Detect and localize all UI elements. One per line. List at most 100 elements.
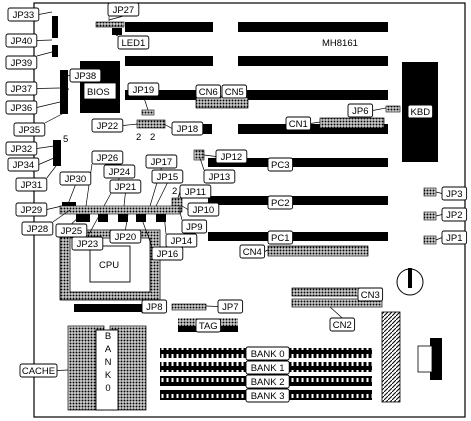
label-text-jp17: JP17 (151, 157, 173, 168)
cpu-jumper-row (59, 205, 181, 215)
label-jp32: JP32 (5, 141, 38, 156)
label-text-bank2: BANK 2 (251, 377, 285, 388)
leader-jp35 (44, 113, 63, 124)
label-jp26: JP26 (91, 150, 124, 165)
label-jp35: JP35 (13, 122, 46, 137)
label-text-jp23: JP23 (77, 239, 99, 250)
label-text-jp9: JP9 (186, 222, 202, 233)
label-bank3: BANK 3 (245, 388, 290, 403)
label-text-cn4: CN4 (243, 247, 262, 258)
label-bank1: BANK 1 (245, 360, 290, 375)
label-jp9: JP9 (181, 219, 208, 234)
label-text-jp7: JP7 (222, 302, 238, 313)
label-pc1: PC1 (267, 230, 294, 245)
label-jp3: JP3 (441, 186, 468, 201)
label-text-kbd: KBD (411, 107, 431, 118)
label-text-jp37: JP37 (11, 84, 33, 95)
leader-jp39 (36, 51, 53, 57)
label-text-cache: CACHE (22, 366, 55, 377)
label-jp39: JP39 (5, 55, 38, 70)
label-jp2: JP2 (441, 207, 468, 222)
leader-jp37 (36, 87, 61, 89)
label-text-jp3: JP3 (446, 189, 462, 200)
leader-jp25 (71, 213, 83, 225)
label-jp25: JP25 (55, 223, 88, 238)
label-text-cn3: CN3 (361, 290, 380, 301)
leader-jp3 (435, 191, 443, 194)
label-kbd: KBD (407, 104, 434, 119)
label-text-jp30: JP30 (65, 174, 87, 185)
left-headers (52, 16, 76, 206)
label-text-jp34: JP34 (13, 160, 35, 171)
label-jp10: JP10 (187, 202, 220, 217)
label-text-jp38: JP38 (75, 71, 97, 82)
label-text-jp27: JP27 (113, 5, 135, 16)
label-text-jp13: JP13 (209, 172, 231, 183)
label-tag: TAG (195, 318, 222, 333)
label-text-jp39: JP39 (11, 58, 33, 69)
label-text-bank3: BANK 3 (251, 391, 285, 402)
label-text-jp21: JP21 (115, 182, 137, 193)
label-jp34: JP34 (7, 157, 40, 172)
label-text-jp10: JP10 (193, 205, 215, 216)
label-jp11: JP11 (179, 184, 212, 199)
label-text-jp33: JP33 (13, 10, 35, 21)
label-jp38: JP38 (69, 68, 102, 83)
label-text-jp24: JP24 (109, 167, 131, 178)
leader-jp20 (125, 213, 129, 231)
board-name-label: MH8161 (322, 38, 358, 49)
svg-text:BIOS: BIOS (87, 87, 110, 98)
bios-chip: BIOS (80, 61, 120, 113)
pci-slots (208, 158, 388, 241)
label-text-jp20: JP20 (115, 232, 137, 243)
label-jp22: JP22 (91, 118, 124, 133)
leader-jp38 (65, 75, 71, 77)
leader-jp29 (46, 205, 63, 210)
label-jp36: JP36 (5, 100, 38, 115)
label-text-jp12: JP12 (221, 152, 243, 163)
label-text-jp19: JP19 (133, 85, 155, 96)
label-jp23: JP23 (71, 236, 104, 251)
label-jp1: JP1 (441, 230, 468, 245)
label-jp18: JP18 (171, 121, 204, 136)
leader-jp23 (87, 213, 101, 238)
cache-bank (67, 325, 147, 411)
label-text-cn5: CN5 (225, 87, 244, 98)
label-jp19: JP19 (127, 82, 160, 97)
label-text-jp16: JP16 (157, 249, 179, 260)
label-jp17: JP17 (145, 154, 178, 169)
label-cn1: CN1 (285, 116, 312, 131)
leader-jp30 (67, 184, 76, 205)
label-text-bank0: BANK 0 (251, 349, 285, 360)
leader-jp15 (155, 182, 168, 207)
label-text-bank1: BANK 1 (251, 363, 285, 374)
jp11-pin-a: 2 (172, 186, 177, 197)
cn4-connector (267, 245, 369, 257)
label-jp12: JP12 (215, 149, 248, 164)
rear-port-connector (430, 338, 442, 380)
leader-jp16 (139, 213, 153, 248)
label-text-cn1: CN1 (289, 119, 308, 130)
label-jp8: JP8 (141, 299, 168, 314)
leader-jp21 (123, 192, 126, 207)
label-text-jp26: JP26 (97, 153, 119, 164)
leader-jp19 (143, 95, 149, 111)
label-text-jp1: JP1 (446, 233, 462, 244)
label-text-jp14: JP14 (171, 236, 193, 247)
label-text-jp31: JP31 (21, 180, 43, 191)
led1-header (95, 21, 125, 35)
rear-port-flange (417, 345, 433, 373)
leader-jp34 (38, 157, 55, 165)
leader-jp7 (205, 305, 219, 307)
label-jp15: JP15 (151, 169, 184, 184)
cmos-battery (396, 268, 424, 296)
leader-cache (56, 369, 69, 371)
label-pc2: PC2 (267, 195, 294, 210)
svg-text:CPU: CPU (99, 260, 119, 271)
label-text-pc1: PC1 (271, 233, 289, 244)
leader-jp28 (52, 209, 71, 223)
label-bank0: BANK 0 (245, 346, 290, 361)
leader-jp36 (36, 101, 61, 108)
jp18-pin-a: 2 (136, 132, 141, 143)
